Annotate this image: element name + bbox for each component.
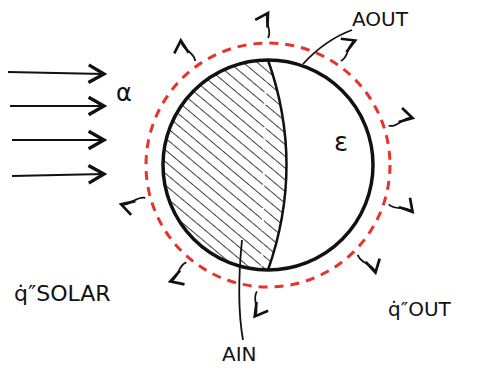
flux-label: q̇″SOLAR: [14, 282, 111, 306]
absorptivity-symbol: α: [116, 80, 132, 106]
emission-arrow: [389, 118, 413, 126]
leader-line: [239, 240, 243, 340]
emissivity-symbol: ε: [334, 128, 348, 157]
flux-label: q̇″OUT: [388, 298, 451, 320]
emission-arrow: [389, 204, 413, 212]
dividing-curve: [268, 60, 287, 270]
emission-arrow: [358, 255, 376, 273]
emission-arrow: [170, 262, 186, 281]
emission-arrow: [341, 40, 355, 60]
emission-arrows: [121, 13, 412, 316]
control-surface: [146, 43, 390, 287]
sphere: [163, 60, 373, 270]
center-line: [262, 64, 266, 266]
area-label: AIN: [222, 343, 257, 365]
area-label: AOUT: [352, 8, 408, 30]
emission-arrow: [255, 292, 257, 317]
absorbing-half: [163, 60, 287, 270]
emission-arrow: [181, 40, 195, 60]
emission-arrow: [267, 13, 270, 38]
solar-arrows: [8, 72, 104, 176]
emission-arrow: [121, 197, 145, 204]
